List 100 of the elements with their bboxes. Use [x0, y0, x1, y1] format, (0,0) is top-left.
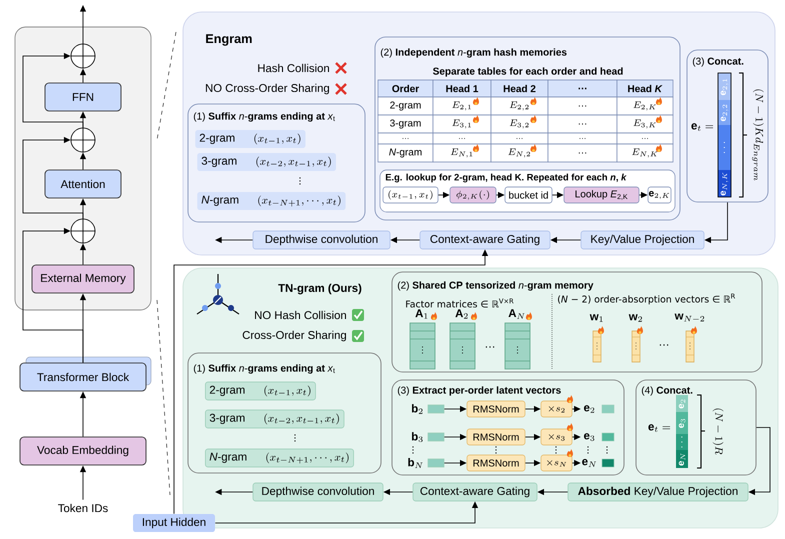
- vector-label: $\mathbf{e}_{2,2}$: [720, 104, 728, 122]
- process-box: Key/Value Projection: [580, 230, 704, 250]
- dimension-label: $(N-1)R$: [712, 408, 724, 454]
- table-cell: …: [548, 132, 618, 144]
- matrix-label: $\mathbf{A}_2$: [455, 309, 468, 319]
- table-cell: $E_{3,K}$: [616, 114, 674, 134]
- process-box: FFN: [44, 82, 122, 112]
- table-cell: …: [548, 144, 618, 162]
- table-cell: 3-gram: [378, 114, 434, 134]
- process-box: External Memory: [32, 264, 134, 294]
- ngram-row: N-gram $(x_{t-N+1}, \cdots, x_t)$: [197, 192, 346, 210]
- table-header-cell: Head K: [616, 80, 674, 98]
- process-box: Depthwise convolution: [252, 230, 390, 250]
- process-box: Context-aware Gating: [420, 230, 550, 250]
- table-cell: …: [432, 132, 492, 144]
- table-cell: …: [548, 96, 618, 116]
- table-cell: …: [378, 132, 434, 144]
- arrow: [22, 52, 84, 128]
- process-box: Context-aware Gating: [412, 482, 538, 502]
- formula-label: $\mathbf{e}_t =$: [691, 123, 714, 131]
- panel-title: Engram: [206, 34, 252, 46]
- vector-name: $\mathbf{b}_2$: [412, 404, 422, 414]
- table-cell: $E_{N,K}$: [616, 144, 674, 162]
- process-box: Absorbed Key/Value Projection: [568, 482, 748, 502]
- panel-title: TN-gram (Ours): [278, 284, 362, 294]
- table-header-cell: …: [548, 80, 618, 98]
- table-cell: …: [548, 114, 618, 134]
- vector-label: $\mathbf{e}_3$: [678, 419, 686, 428]
- sum-circle: [70, 127, 96, 153]
- table-header-cell: Head 1: [432, 80, 492, 98]
- section-text: Factor matrices ∈ ℝ$^{V×R}$: [406, 298, 514, 308]
- process-box: Vocab Embedding: [20, 436, 146, 466]
- arrow: [22, 136, 84, 219]
- sum-circle: [70, 218, 96, 244]
- vector-name: $\mathbf{e}_2$: [584, 405, 594, 413]
- section-title: E.g. lookup for 2-gram, head K. Repeated for each n, k: [386, 174, 627, 182]
- status-text: Cross-Order Sharing: [242, 330, 346, 342]
- input-label: Token IDs: [58, 504, 108, 512]
- section-title: (2) Shared CP tensorized n-gram memory: [398, 281, 594, 291]
- process-box: $\times s_2$: [540, 395, 573, 418]
- vector-name: $\mathbf{w}_2$: [628, 314, 642, 322]
- ngram-row: 2-gram $(x_{t-1}, x_t)$: [205, 382, 316, 400]
- dimension-label: $(N-1)Kd_{Engram}$: [752, 89, 764, 180]
- matrix-label: $\mathbf{A}_1$: [415, 309, 428, 319]
- section-title: (1) Suffix n-grams ending at x$_{t}$: [194, 112, 335, 122]
- section-title: (4) Concat.: [642, 386, 692, 396]
- matrix-label: $\mathbf{A}_N$: [508, 309, 525, 319]
- status-text: NO Cross-Order Sharing: [206, 84, 329, 94]
- vector-name: $\mathbf{w}_1$: [590, 314, 603, 322]
- section-title: (1) Suffix n-grams ending at x$_{t}$: [194, 364, 335, 374]
- section-title: (3) Extract per-order latent vectors: [398, 386, 561, 396]
- vector-name: $\mathbf{b}_N$: [408, 458, 423, 468]
- status-text: Hash Collision: [258, 64, 329, 72]
- process-box: Depthwise convolution: [252, 482, 384, 502]
- arrow: [22, 228, 84, 363]
- vector-label: $\mathbf{e}_N$: [678, 453, 686, 466]
- process-box: Lookup E$_{2,K}$: [564, 186, 640, 204]
- table-cell: …: [490, 132, 548, 144]
- process-box: RMSNorm: [466, 454, 526, 472]
- vector-label: $\cdots$: [681, 436, 682, 448]
- process-box: Transformer Block: [20, 356, 152, 392]
- table-cell: $E_{2,K}$: [616, 96, 674, 116]
- ngram-row: N-gram $(x_{t-N+1}, \cdots, x_t)$: [205, 448, 354, 468]
- ellipsis: …: [486, 346, 494, 348]
- table-cell: 2-gram: [378, 96, 434, 116]
- ngram-row: 3-gram $(x_{t-2}, x_{t-1}, x_t)$: [197, 153, 336, 171]
- table-cell: $E_{3,1}$: [432, 114, 492, 134]
- section-title: (3) Concat.: [692, 57, 744, 67]
- table-cell: $E_{N,2}$: [490, 144, 548, 162]
- vector-label: $\mathbf{e}_{N,K}$: [720, 172, 728, 196]
- table-cell: $E_{N,1}$: [432, 144, 492, 162]
- process-box: $\times s_3$: [540, 423, 573, 446]
- vector-name: $\mathbf{e}_3$: [584, 433, 594, 441]
- vector-label: $\mathbf{e}_2$: [678, 400, 686, 408]
- section-title: (2) Independent n-gram hash memories: [380, 48, 567, 58]
- process-box: RMSNorm: [466, 428, 526, 446]
- table-cell: $E_{2,2}$: [490, 96, 548, 116]
- process-box: RMSNorm: [466, 400, 526, 418]
- section-text: (N − 2) order-absorption vectors ∈ ℝ$^{R}$: [558, 294, 736, 304]
- process-box: $\mathbf{e}_{2,K}$: [648, 186, 672, 204]
- input-box: Input Hidden: [133, 514, 215, 532]
- vector-name: $\mathbf{w}_{N-2}$: [674, 314, 704, 322]
- ngram-row: 2-gram $(x_{t-1}, x_t)$: [195, 130, 306, 148]
- table-cell: …: [616, 132, 674, 144]
- process-box: $\phi_{2,K}(\cdot)$: [450, 186, 496, 204]
- ngram-row: 3-gram $(x_{t-2}, x_{t-1}, x_t)$: [205, 410, 344, 428]
- status-text: NO Hash Collision: [255, 310, 346, 320]
- vector-label: $\cdots$: [724, 142, 725, 154]
- formula-label: $\mathbf{e}_t =$: [648, 424, 670, 432]
- process-box: Attention: [44, 170, 122, 198]
- table-cell: $E_{2,1}$: [432, 96, 492, 116]
- process-box: bucket id: [504, 186, 552, 204]
- process-box: $(x_{t-1}, x_t)$: [382, 186, 438, 204]
- table-cell: N-gram: [378, 144, 434, 162]
- vector-name: $\mathbf{b}_3$: [412, 432, 423, 442]
- ellipsis: …: [660, 344, 668, 346]
- process-box: $\times s_N$: [540, 449, 573, 472]
- table-header-cell: Order: [378, 80, 434, 98]
- vector-name: $\mathbf{e}_N$: [582, 459, 596, 467]
- table-caption: Separate tables for each order and head: [433, 67, 623, 77]
